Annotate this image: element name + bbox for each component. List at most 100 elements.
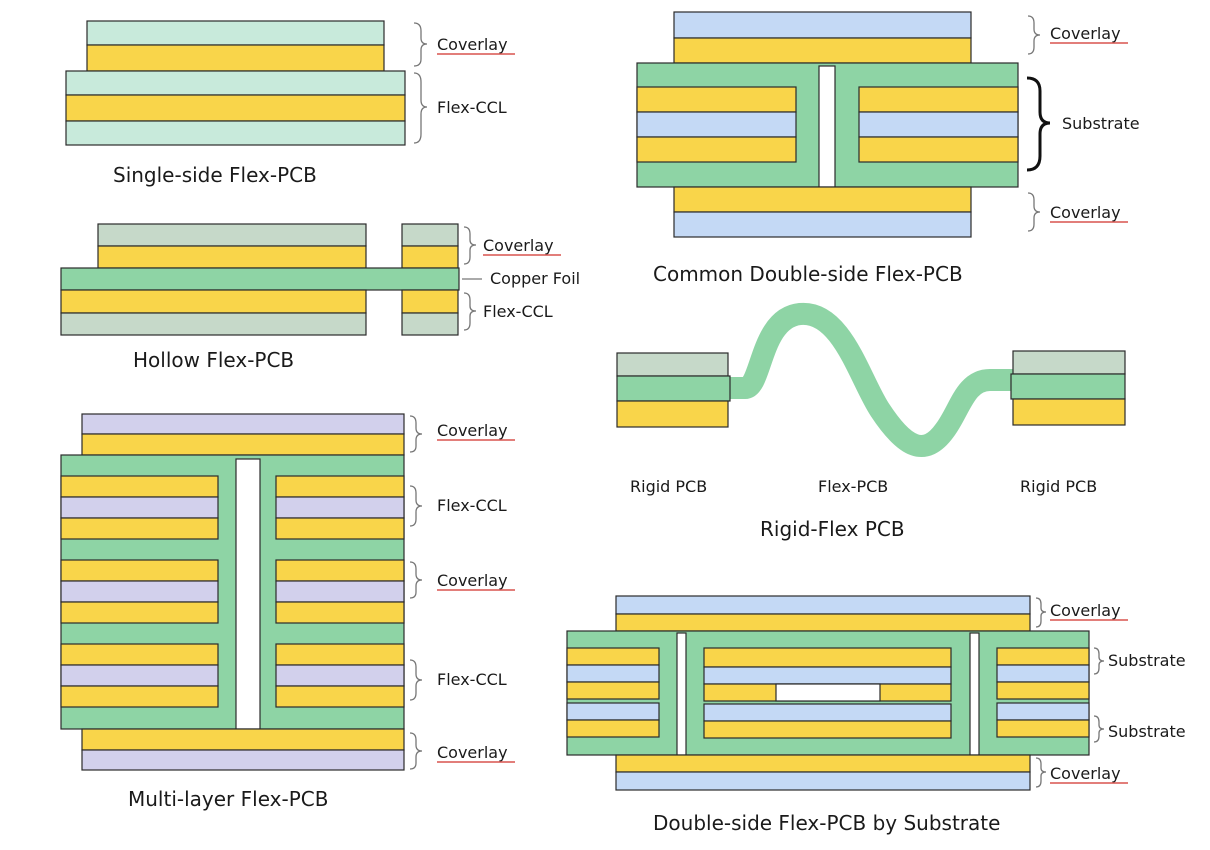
multi-brace — [409, 561, 423, 599]
stripe — [60, 685, 219, 708]
ds-substrate-label-2: Substrate — [1108, 722, 1186, 741]
stripe — [566, 647, 660, 666]
common-coverlay-top-film — [673, 11, 972, 39]
ds-brace — [1093, 647, 1105, 675]
stripe — [60, 664, 219, 687]
stripe — [566, 681, 660, 700]
stripe — [275, 664, 405, 687]
multi-coverlay-bottom-adhesive — [81, 728, 405, 751]
multi-coverlay-label-2: Coverlay — [437, 571, 508, 590]
stripe — [996, 664, 1090, 683]
ds-substrate-label-1: Substrate — [1108, 651, 1186, 670]
ds-coverlay-bottom-adhesive — [615, 754, 1031, 773]
flex-pcb-label: Flex-PCB — [818, 477, 888, 496]
hollow-diagram: Coverlay Copper Foil Flex-CCL Hollow Fle… — [60, 223, 580, 372]
common-substrate-label: Substrate — [1062, 114, 1140, 133]
multi-coverlay-top-film — [81, 413, 405, 435]
single-side-diagram: Coverlay Flex-CCL Single-side Flex-PCB — [65, 20, 515, 187]
multi-left-stripes — [60, 475, 219, 708]
multi-brace — [409, 415, 423, 453]
flex-ribbon — [730, 302, 1018, 457]
hollow-coverlay-label: Coverlay — [483, 236, 554, 255]
multi-brace — [409, 732, 423, 770]
ds-coverlay-label-bottom: Coverlay — [1050, 764, 1121, 783]
multi-brace — [409, 485, 423, 527]
stripe — [996, 719, 1090, 738]
stripe — [996, 702, 1090, 721]
hollow-ccl-adhesive — [60, 289, 367, 314]
common-coverlay-label-bottom: Coverlay — [1050, 203, 1121, 222]
multi-coverlay-label-3: Coverlay — [437, 743, 508, 762]
single-ccl-top — [65, 70, 406, 96]
common-coverlay-top-adhesive — [673, 37, 972, 64]
stripe — [275, 601, 405, 624]
ds-brace — [1093, 715, 1105, 743]
hollow-coverlay-film — [97, 223, 367, 247]
single-coverlay-label: Coverlay — [437, 35, 508, 54]
common-brace — [1027, 15, 1041, 55]
hollow-ccl-base — [60, 312, 367, 336]
rigid-left-bottom — [616, 400, 729, 428]
multi-coverlay-label-1: Coverlay — [437, 421, 508, 440]
single-coverlay-film — [86, 20, 385, 46]
stripe — [60, 559, 219, 582]
hollow-copper-foil-label: Copper Foil — [490, 269, 580, 288]
stripe — [566, 664, 660, 683]
ds-center-window — [775, 683, 881, 702]
ds-via-hole-right — [969, 632, 980, 756]
multi-layer-diagram: Coverlay Flex-CCL Coverlay Flex-CCL Cove… — [60, 413, 515, 811]
rigid-flex-diagram: Rigid PCB Flex-PCB Rigid PCB Rigid-Flex … — [616, 302, 1126, 541]
hollow-ccl-adhesive-right — [401, 289, 459, 314]
rigid-left-flex — [616, 375, 731, 402]
stripe — [275, 496, 405, 519]
stripe — [60, 475, 219, 498]
ds-coverlay-label-top: Coverlay — [1050, 601, 1121, 620]
stripe — [275, 580, 405, 603]
stripe — [996, 647, 1090, 666]
rigid-pcb-right-label: Rigid PCB — [1020, 477, 1097, 496]
ds-via-hole-left — [676, 632, 687, 756]
hollow-ccl-label: Flex-CCL — [483, 302, 553, 321]
rigid-flex-caption: Rigid-Flex PCB — [760, 517, 905, 541]
multi-coverlay-top-adhesive — [81, 433, 405, 456]
ds-brace — [1035, 757, 1047, 788]
rigid-right-bottom — [1012, 398, 1126, 426]
stripe — [60, 496, 219, 519]
common-coverlay-bottom-adhesive — [673, 186, 972, 213]
hollow-copper-foil — [60, 267, 460, 291]
stripe — [996, 681, 1090, 700]
stripe — [275, 559, 405, 582]
ds-coverlay-bottom-film — [615, 771, 1031, 791]
single-coverlay-brace — [413, 22, 428, 67]
rigid-left-top — [616, 352, 729, 377]
common-coverlay-bottom-film — [673, 211, 972, 238]
common-double-caption: Common Double-side Flex-PCB — [653, 262, 963, 286]
hollow-ccl-base-right — [401, 312, 459, 336]
stripe — [636, 111, 797, 138]
multi-ccl-label-1: Flex-CCL — [437, 496, 507, 515]
stripe — [703, 703, 952, 722]
hollow-caption: Hollow Flex-PCB — [133, 348, 294, 372]
common-brace — [1027, 192, 1041, 232]
single-coverlay-adhesive — [86, 44, 385, 72]
stripe — [566, 702, 660, 721]
stripe — [858, 136, 1019, 163]
common-via-hole — [818, 65, 836, 188]
multi-right-stripes — [275, 475, 405, 708]
stripe — [858, 86, 1019, 113]
rigid-right-top — [1012, 350, 1126, 375]
ds-brace — [1035, 597, 1047, 628]
single-ccl-brace — [413, 72, 428, 144]
stripe — [275, 685, 405, 708]
stripe — [275, 643, 405, 666]
stripe — [566, 719, 660, 738]
common-substrate-brace — [1026, 76, 1051, 172]
stripe — [703, 647, 952, 668]
hollow-coverlay-brace — [463, 226, 477, 265]
multi-ccl-label-2: Flex-CCL — [437, 670, 507, 689]
stripe — [275, 517, 405, 540]
single-ccl-copper — [65, 94, 406, 122]
double-substrate-caption: Double-side Flex-PCB by Substrate — [653, 811, 1000, 835]
common-double-diagram: Coverlay Substrate Coverlay Common Doubl… — [636, 11, 1140, 286]
